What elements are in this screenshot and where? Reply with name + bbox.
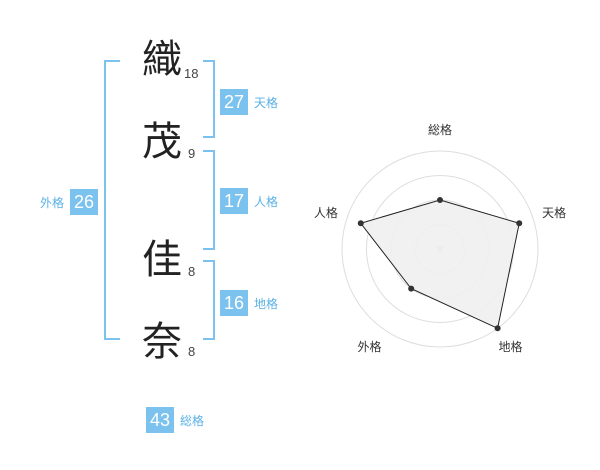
radar-point-1 bbox=[437, 197, 443, 203]
radar-area bbox=[359, 199, 520, 330]
name-char-3: 佳 bbox=[142, 237, 182, 283]
name-char-4: 奈 bbox=[142, 319, 182, 365]
name-char-1: 織 bbox=[142, 37, 182, 83]
chikaku-badge: 16 地格 bbox=[220, 290, 279, 316]
radar-axis-label-3: 地格 bbox=[499, 339, 523, 354]
stroke-count-4: 8 bbox=[188, 344, 196, 359]
radar-point-2 bbox=[516, 220, 523, 227]
radar-axis-label-1: 総格 bbox=[428, 122, 452, 137]
gaikaku-bracket bbox=[104, 60, 120, 340]
soukaku-badge: 43 総格 bbox=[146, 407, 205, 433]
tenkaku-value: 27 bbox=[220, 89, 248, 115]
jinkaku-value: 17 bbox=[220, 188, 248, 214]
tenkaku-bracket bbox=[203, 60, 215, 138]
jinkaku-label: 人格 bbox=[254, 194, 279, 209]
tenkaku-label: 天格 bbox=[254, 95, 279, 110]
jinkaku-badge: 17 人格 bbox=[220, 188, 279, 214]
chikaku-label: 地格 bbox=[254, 296, 279, 311]
gaikaku-value: 26 bbox=[70, 189, 99, 215]
radar-ring-2 bbox=[390, 199, 490, 299]
gaikaku-badge: 外格 26 bbox=[40, 189, 99, 215]
radar-center-dot bbox=[437, 246, 443, 252]
radar-point-3 bbox=[494, 325, 501, 332]
soukaku-label: 総格 bbox=[180, 413, 205, 428]
stroke-count-1: 18 bbox=[184, 66, 199, 81]
soukaku-value: 43 bbox=[146, 407, 174, 433]
radar-ring-1 bbox=[415, 224, 465, 274]
radar-point-4 bbox=[408, 285, 415, 292]
chikaku-bracket bbox=[203, 260, 215, 340]
chikaku-value: 16 bbox=[220, 290, 248, 316]
radar-ring-4 bbox=[341, 150, 539, 348]
tenkaku-badge: 27 天格 bbox=[220, 89, 279, 115]
jinkaku-bracket bbox=[203, 150, 215, 250]
stroke-count-3: 8 bbox=[188, 264, 196, 279]
stroke-count-2: 9 bbox=[188, 146, 196, 161]
gaikaku-label: 外格 bbox=[40, 195, 65, 210]
radar-axis-label-5: 人格 bbox=[314, 205, 338, 220]
radar-axis-label-2: 天格 bbox=[542, 205, 566, 220]
name-char-2: 茂 bbox=[142, 119, 182, 165]
radar-axis-label-4: 外格 bbox=[357, 339, 381, 354]
radar-point-5 bbox=[357, 220, 364, 227]
radar-ring-3 bbox=[366, 175, 514, 323]
